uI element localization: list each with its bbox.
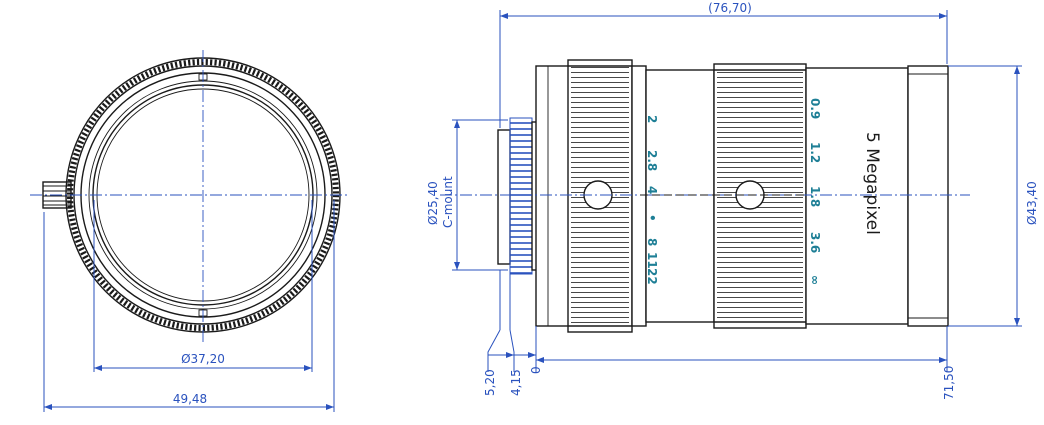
focus-mark-3-6: 3.6: [808, 232, 822, 253]
max-diameter-dimension: Ø43,40: [948, 65, 1039, 327]
front-view: Ø37,20 49,48: [30, 50, 350, 412]
front-barrel: [907, 65, 949, 327]
brand-text: 5 Megapixel: [862, 132, 882, 235]
focus-scale-band: [805, 67, 909, 325]
body-length-label: 71,50: [942, 366, 956, 400]
aperture-mark-dot: •: [645, 214, 659, 222]
focus-mark-1-2: 1.2: [808, 142, 822, 163]
mount-diameter-dimension: Ø25,40 C-mount: [426, 119, 508, 271]
focus-mark-infinity: ∞: [808, 275, 822, 285]
outer-diameter-label: 49,48: [173, 392, 207, 406]
front-inner-diameter-dimension: Ø37,20: [93, 200, 313, 372]
overall-length-dimension: (76,70): [499, 1, 948, 128]
inner-diameter-label: Ø37,20: [181, 352, 225, 366]
aperture-mark-11: 11: [645, 252, 659, 269]
aperture-scale-band: [645, 69, 715, 323]
side-view: 2 2.8 4 • 8 11 22 0.9 1.2 1.8 3.6 ∞ 5 Me…: [426, 1, 1039, 400]
aperture-mark-22: 22: [645, 268, 659, 285]
focus-mark-1-8: 1.8: [808, 186, 822, 207]
overall-length-label: (76,70): [708, 1, 752, 15]
mount-diameter-label: Ø25,40: [426, 181, 440, 225]
rear-barrel: [535, 65, 571, 327]
aperture-scale: 2 2.8 4 • 8 11 22: [645, 115, 659, 285]
c-mount-thread: [497, 117, 541, 275]
flange-offset-label: 5,20: [483, 369, 497, 396]
front-outer-diameter-dimension: 49,48: [43, 200, 335, 412]
focus-mark-0-9: 0.9: [808, 98, 822, 119]
aperture-mark-8: 8: [645, 238, 659, 246]
zero-label: 0: [529, 366, 543, 374]
mount-type-label: C-mount: [441, 176, 455, 228]
bottom-dimensions: 5,20 4,15 0 71,50: [483, 270, 956, 400]
max-diameter-label: Ø43,40: [1025, 181, 1039, 225]
focus-scale: 0.9 1.2 1.8 3.6 ∞: [808, 98, 822, 285]
aperture-mark-2-8: 2.8: [645, 150, 659, 171]
thread-length-label: 4,15: [509, 369, 523, 396]
aperture-mark-2: 2: [645, 115, 659, 123]
aperture-mark-4: 4: [645, 186, 659, 194]
